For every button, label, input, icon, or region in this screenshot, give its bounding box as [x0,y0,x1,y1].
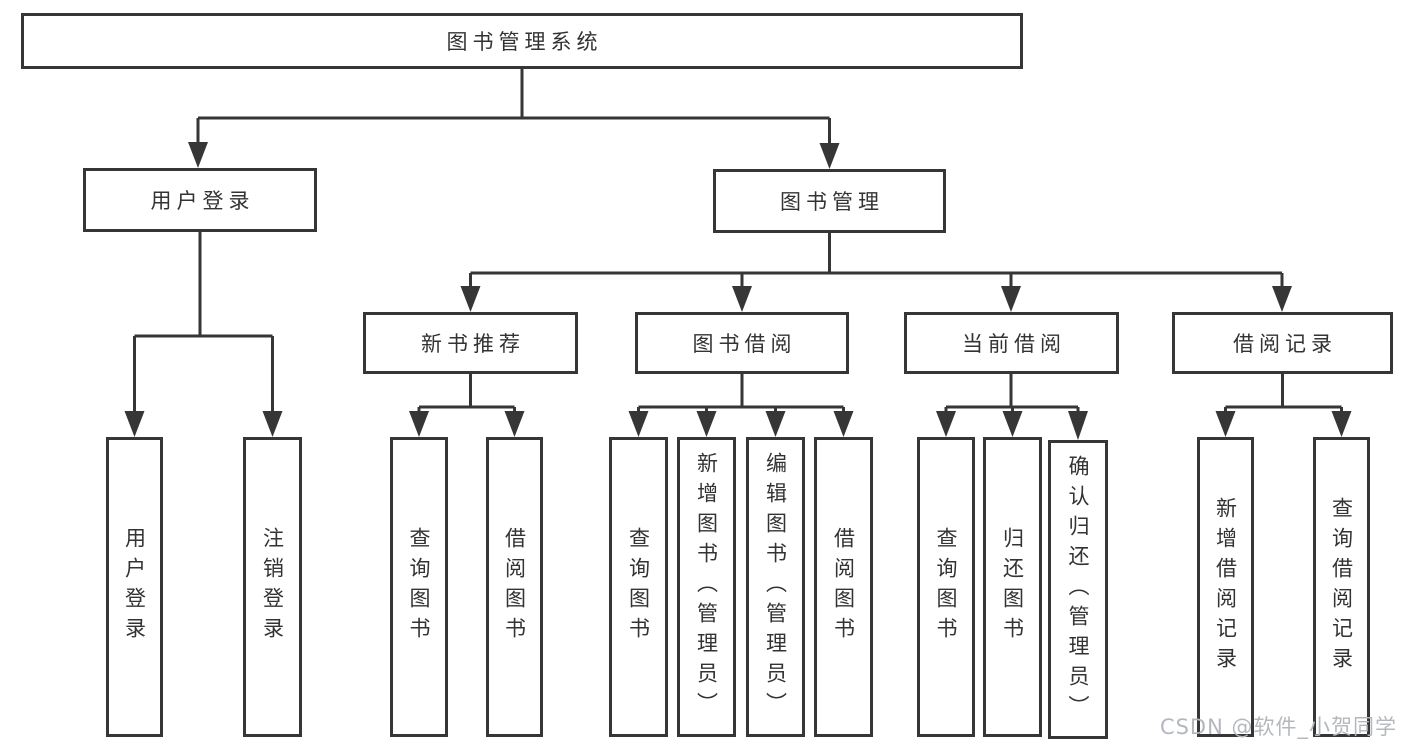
node-new-book-recommend-label: 新书推荐 [421,332,525,356]
node-library-system: 图书管理系统 [21,13,1023,69]
arrowhead [1068,411,1088,440]
arrowhead [460,286,481,312]
arrowhead [188,142,208,168]
arrowhead [1272,286,1292,312]
arrowhead [732,286,752,312]
leaf-confirm-return-admin: 确认归还（管理员） [1048,440,1108,739]
arrowhead [262,411,283,437]
arrowhead [1001,286,1021,312]
node-borrow-records-label: 借阅记录 [1233,332,1337,356]
arrowhead [628,411,649,437]
arrowhead [833,411,854,437]
node-book-borrow: 图书借阅 [635,312,849,374]
arrowheads [124,142,1352,440]
branch-new-books-to-leaves [417,374,516,424]
leaf-add-books-admin-label: 新增图书（管理员） [694,452,719,722]
arrowhead [765,411,786,437]
arrowhead [1331,411,1352,437]
branch-borrow-records-to-leaves [1224,374,1343,424]
arrowhead [1002,411,1023,437]
arrowhead [504,411,525,437]
leaf-query-borrow-record-label: 查询借阅记录 [1329,497,1354,677]
node-library-system-label: 图书管理系统 [446,30,603,54]
watermark: CSDN @软件_小贺同学 [1159,715,1397,739]
leaf-query-books-3-label: 查询图书 [934,527,958,647]
leaf-query-books-2: 查询图书 [609,437,668,737]
leaf-return-books-label: 归还图书 [1000,527,1025,647]
arrowhead [1215,411,1236,437]
leaf-query-books-1-label: 查询图书 [407,527,431,647]
leaf-edit-books-admin: 编辑图书（管理员） [746,437,805,737]
leaf-logout: 注销登录 [243,437,302,737]
arrowhead [409,411,429,437]
leaf-user-login-label: 用户登录 [122,527,147,647]
node-current-borrow: 当前借阅 [904,312,1119,374]
leaf-borrow-books-2: 借阅图书 [814,437,873,737]
node-book-management: 图书管理 [713,169,946,233]
arrowhead [124,411,145,437]
leaf-confirm-return-admin-label: 确认归还（管理员） [1066,454,1090,725]
leaf-user-login: 用户登录 [106,437,163,737]
leaf-query-books-3: 查询图书 [917,437,975,737]
leaf-add-borrow-record-label: 新增借阅记录 [1213,497,1238,677]
leaf-return-books: 归还图书 [983,437,1042,737]
arrowhead [819,143,840,169]
leaf-query-borrow-record: 查询借阅记录 [1313,437,1370,737]
leaf-edit-books-admin-label: 编辑图书（管理员） [763,452,788,722]
node-user-login: 用户登录 [83,168,317,232]
leaf-add-books-admin: 新增图书（管理员） [677,437,736,737]
node-current-borrow-label: 当前借阅 [962,332,1066,356]
leaf-query-books-2-label: 查询图书 [626,527,651,647]
leaf-logout-label: 注销登录 [260,527,285,647]
node-new-book-recommend: 新书推荐 [363,312,578,374]
node-book-borrow-label: 图书借阅 [692,332,797,356]
node-book-management-label: 图书管理 [780,190,884,214]
branch-root-to-level2 [196,69,831,151]
branch-user-login-to-leaves [133,232,274,424]
node-borrow-records: 借阅记录 [1172,312,1393,374]
leaf-add-borrow-record: 新增借阅记录 [1197,437,1254,737]
leaf-borrow-books-1: 借阅图书 [486,437,543,737]
node-user-login-label: 用户登录 [150,189,255,213]
leaf-borrow-books-2-label: 借阅图书 [831,527,856,647]
arrowhead [696,411,717,437]
branch-book-borrow-to-leaves [637,374,845,424]
leaf-query-books-1: 查询图书 [390,437,448,737]
leaf-borrow-books-1-label: 借阅图书 [502,527,527,647]
branch-book-mgmt-to-level3 [469,233,1284,290]
arrowhead [936,411,956,437]
